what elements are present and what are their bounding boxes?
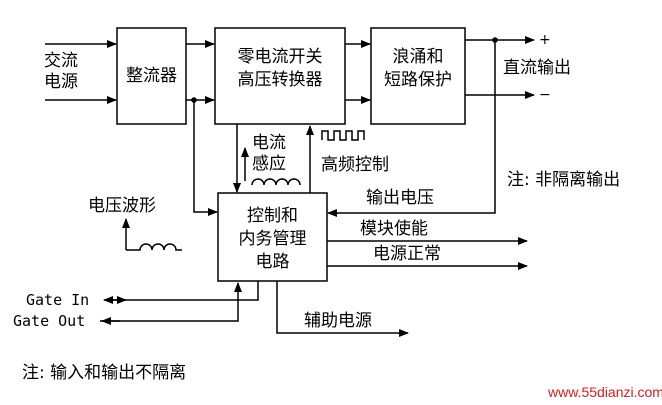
- control-circuit-label-3: 电路: [255, 252, 290, 272]
- dc-output-label: 直流输出: [503, 58, 571, 78]
- aux-power-label: 辅助电源: [304, 311, 372, 331]
- ac-input-label-1: 交流: [44, 51, 78, 71]
- gate-in-label: Gate In: [26, 291, 90, 309]
- gate-out-line: [100, 282, 242, 322]
- current-sense-label-1: 电流: [252, 133, 286, 153]
- control-circuit-box: [217, 192, 328, 282]
- gate-out-label: Gate Out: [13, 312, 86, 330]
- voltage-waveform-label: 电压波形: [88, 196, 156, 216]
- control-circuit-label-1: 控制和: [247, 206, 298, 226]
- plus-sign: +: [539, 32, 551, 48]
- output-voltage-label: 输出电压: [366, 188, 434, 208]
- hf-control-label: 高频控制: [321, 155, 389, 175]
- zcs-converter-box: [214, 27, 346, 125]
- surge-protection-label-2: 短路保护: [384, 70, 452, 90]
- current-sense-label-2: 感应: [252, 154, 286, 174]
- surge-protection-label-1: 浪涌和: [392, 47, 444, 67]
- current-sense-coil-icon: [251, 178, 301, 186]
- zcs-converter-label-2: 高压转换器: [237, 70, 323, 90]
- square-wave-icon: [321, 130, 365, 141]
- voltage-waveform-coil-icon: [126, 243, 182, 251]
- io-isolation-note: 注: 输入和输出不隔离: [22, 363, 187, 383]
- module-enable-label: 模块使能: [360, 219, 428, 239]
- minus-sign: −: [539, 87, 551, 103]
- power-ok-label: 电源正常: [373, 244, 441, 264]
- rectifier-box: [116, 27, 187, 125]
- zcs-converter-label-1: 零电流开关: [237, 47, 323, 67]
- surge-protection-box: [370, 27, 466, 125]
- ac-input-label-2: 电源: [44, 72, 78, 92]
- control-circuit-label-2: 内务管理: [238, 229, 307, 249]
- gate-in-line: [103, 281, 259, 304]
- non-isolated-output-note: 注: 非隔离输出: [507, 170, 621, 190]
- watermark: www.55dianzi.com: [548, 384, 662, 400]
- rect-to-control-line: [193, 100, 218, 216]
- aux-power-line: [276, 281, 409, 337]
- rectifier-label: 整流器: [126, 66, 177, 86]
- output-voltage-feedback-line: [327, 40, 496, 217]
